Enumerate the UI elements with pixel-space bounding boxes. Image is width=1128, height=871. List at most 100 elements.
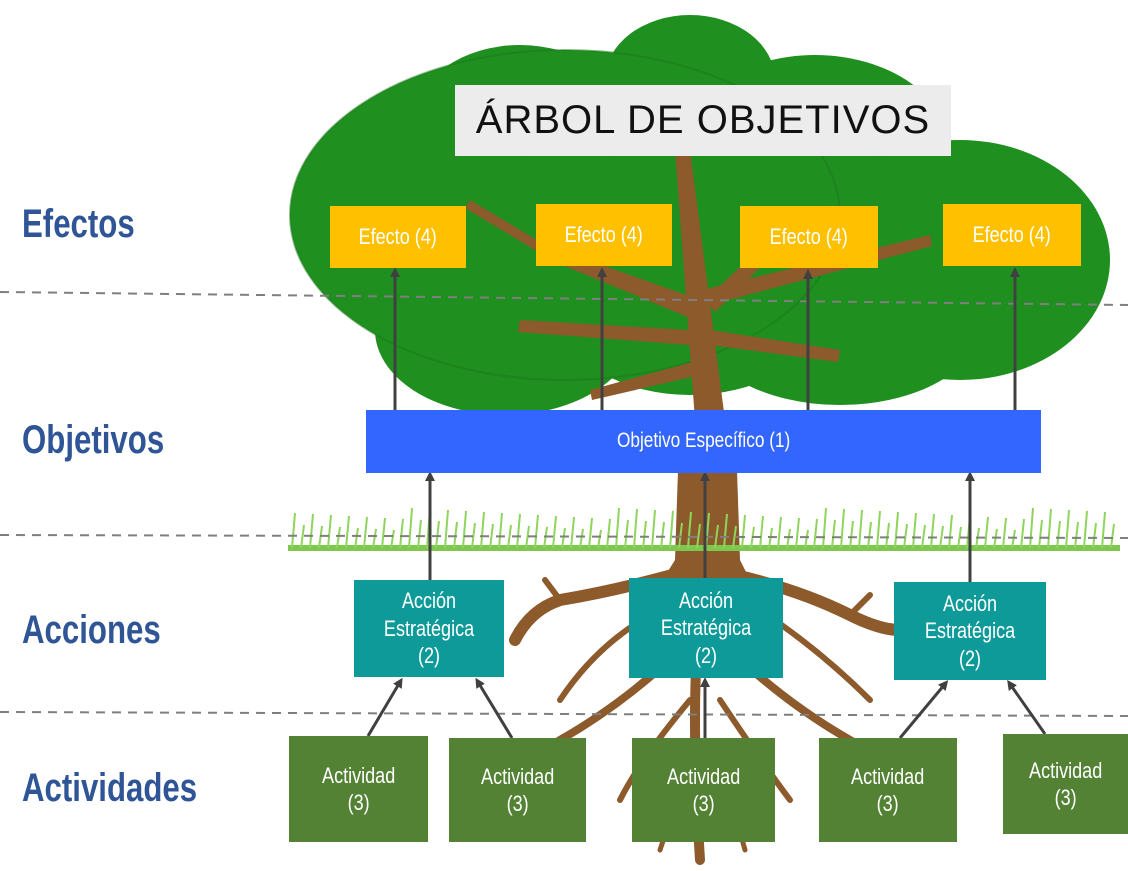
- grass-blade: [1092, 522, 1097, 549]
- row-label-actions: Acciones: [22, 608, 161, 652]
- grass-blade: [759, 515, 764, 549]
- diagram-title: ÁRBOL DE OBJETIVOS: [455, 85, 951, 156]
- grass-blade: [1074, 521, 1079, 549]
- grass-blade: [939, 525, 944, 549]
- grass-blade: [606, 518, 611, 549]
- grass-blade: [1101, 511, 1106, 549]
- action-label: Acción Estratégica (2): [383, 588, 475, 669]
- grass-blade: [786, 528, 791, 549]
- activity-box-3: Actividad (3): [632, 738, 775, 842]
- grass-blade: [1056, 520, 1061, 549]
- grass-blade: [309, 513, 314, 549]
- grass-blade: [561, 527, 566, 549]
- grass-blade: [795, 517, 800, 549]
- grass-blade: [579, 528, 584, 549]
- grass-blade: [1020, 518, 1025, 549]
- grass-blade: [552, 515, 557, 549]
- grass-blade: [669, 510, 674, 549]
- activity-box-1: Actividad (3): [289, 736, 428, 842]
- grass-blade: [831, 519, 836, 549]
- grass-blade: [957, 526, 962, 549]
- action-label: Acción Estratégica (2): [660, 587, 752, 668]
- grass-blade: [462, 510, 467, 549]
- grass-blade: [777, 516, 782, 549]
- arrow-activity-5-to-action-3: [1007, 679, 1047, 735]
- effect-label: Efecto (4): [564, 222, 644, 248]
- grass-blade: [1110, 523, 1115, 549]
- grass-blade: [1011, 529, 1016, 549]
- grass-blade: [444, 509, 449, 549]
- grass-blade: [300, 524, 305, 549]
- grass-blade: [417, 519, 422, 549]
- grass-blade: [903, 523, 908, 549]
- row-label-effects: Efectos: [22, 202, 135, 246]
- grass-blade: [1038, 519, 1043, 549]
- grass-blade: [408, 507, 413, 549]
- grass-blade: [813, 518, 818, 549]
- grass-blade: [570, 516, 575, 549]
- activity-label: Actividad (3): [851, 763, 925, 817]
- grass-blade: [336, 526, 341, 549]
- grass-blade: [804, 529, 809, 549]
- arrow-activity-4-to-action-3: [898, 680, 949, 739]
- effect-box-2: Efecto (4): [536, 204, 672, 266]
- activity-label: Actividad (3): [321, 762, 396, 816]
- grass-blade: [516, 513, 521, 549]
- objective-box: Objetivo Específico (1): [366, 410, 1041, 473]
- arrow-activity-1-to-action-1: [366, 677, 403, 737]
- grass-blade: [651, 509, 656, 549]
- effect-box-3: Efecto (4): [740, 206, 878, 268]
- connector-arrows: [366, 267, 1047, 739]
- grass-blade: [642, 520, 647, 549]
- grass-blade: [534, 514, 539, 549]
- grass-blade: [372, 528, 377, 549]
- grass-blade: [696, 523, 701, 549]
- grass-blade: [363, 516, 368, 549]
- row-dividers: [0, 291, 1128, 717]
- grass-blade: [921, 524, 926, 549]
- grass-blade: [867, 521, 872, 549]
- grass-blade: [615, 507, 620, 549]
- activity-box-4: Actividad (3): [819, 738, 957, 842]
- grass-blade: [435, 520, 440, 549]
- grass-blade: [597, 529, 602, 549]
- grass-blade: [381, 517, 386, 549]
- grass-blade: [723, 513, 728, 549]
- grass-blade: [687, 511, 692, 549]
- activity-box-2: Actividad (3): [449, 738, 586, 842]
- grass-blade: [453, 521, 458, 549]
- grass-blade: [624, 519, 629, 549]
- grass-blade: [327, 514, 332, 549]
- grass-blade: [507, 524, 512, 549]
- row-label-objectives: Objetivos: [22, 418, 165, 462]
- grass-blade: [1047, 508, 1052, 549]
- grass-blade: [588, 517, 593, 549]
- grass-blade: [399, 518, 404, 549]
- grass-blade: [930, 513, 935, 549]
- effect-box-1: Efecto (4): [330, 206, 466, 268]
- activity-label: Actividad (3): [1028, 757, 1103, 811]
- row-label-activities: Actividades: [22, 766, 198, 810]
- grass-blade: [984, 516, 989, 549]
- grass-blade: [822, 507, 827, 549]
- grass-blade: [345, 515, 350, 549]
- effect-box-4: Efecto (4): [943, 204, 1081, 266]
- activity-label: Actividad (3): [480, 763, 555, 817]
- grass-blade: [291, 512, 296, 549]
- grass-blade: [741, 514, 746, 549]
- grass-blade: [354, 527, 359, 549]
- action-box-2: Acción Estratégica (2): [629, 578, 783, 678]
- action-box-1: Acción Estratégica (2): [354, 580, 504, 677]
- grass-blade: [489, 523, 494, 549]
- grass-blade: [714, 524, 719, 549]
- grass-blade: [1002, 517, 1007, 549]
- grass-blade: [390, 529, 395, 549]
- effect-label: Efecto (4): [769, 224, 849, 250]
- grass-blade: [948, 514, 953, 549]
- grass-blade: [840, 508, 845, 549]
- arrow-activity-2-to-action-1: [475, 677, 514, 739]
- grass-blade: [849, 520, 854, 549]
- grass-blade: [876, 510, 881, 549]
- grass-blade: [732, 525, 737, 549]
- grass-blade: [678, 522, 683, 549]
